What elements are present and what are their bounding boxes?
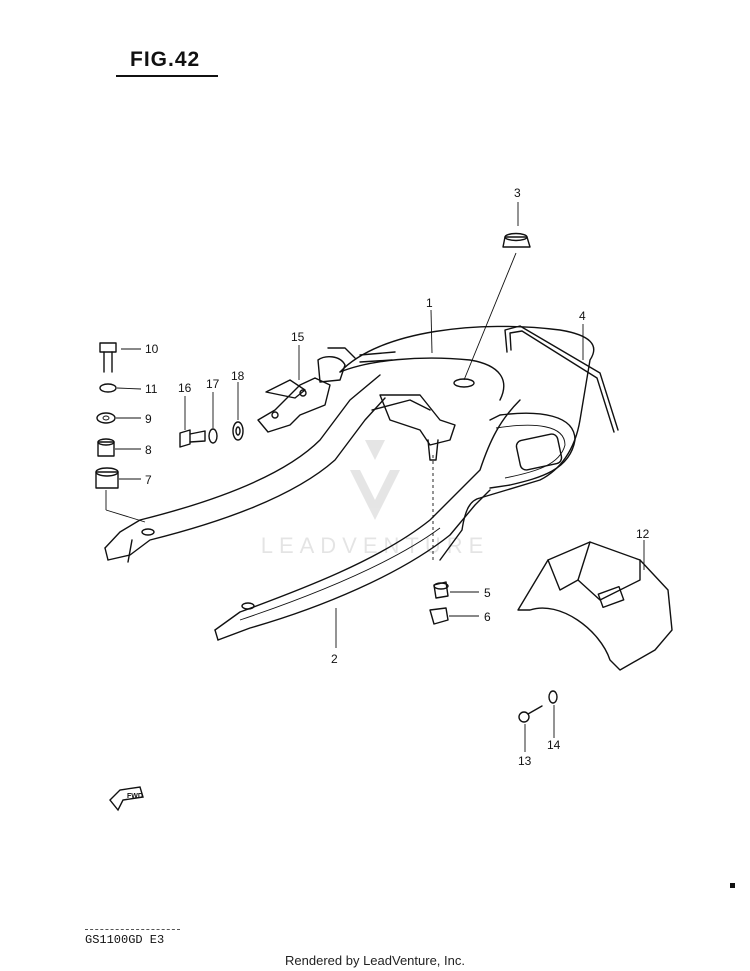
callout-17: 17 bbox=[206, 377, 220, 391]
collar-8-part bbox=[97, 438, 115, 457]
callout-13: 13 bbox=[518, 754, 532, 768]
seal-strip-part bbox=[504, 325, 619, 433]
watermark-text: LEADVENTURE bbox=[261, 533, 490, 558]
callout-4: 4 bbox=[579, 309, 586, 323]
lock-bracket-part bbox=[257, 347, 396, 433]
callout-6: 6 bbox=[484, 610, 491, 624]
lock-washer-17-part bbox=[208, 428, 218, 444]
washer-14-part bbox=[548, 690, 558, 704]
callout-1: 1 bbox=[426, 296, 433, 310]
screw-13-part bbox=[518, 705, 543, 723]
fwd-label: FWD bbox=[127, 793, 143, 800]
bolt-10-part bbox=[99, 342, 117, 373]
cushion-5-part bbox=[433, 581, 449, 599]
washer-18-part bbox=[232, 421, 244, 441]
callout-9: 9 bbox=[145, 412, 152, 426]
title-underline bbox=[116, 75, 218, 77]
callout-11: 11 bbox=[145, 382, 158, 396]
callout-5: 5 bbox=[484, 586, 491, 600]
callout-16: 16 bbox=[178, 381, 192, 395]
watermark-logo bbox=[350, 440, 400, 520]
callout-3: 3 bbox=[514, 186, 521, 200]
callout-14: 14 bbox=[547, 738, 561, 752]
page-mark bbox=[730, 883, 735, 888]
nut-6-part bbox=[429, 607, 449, 625]
model-underline bbox=[85, 929, 180, 930]
footer-credit: Rendered by LeadVenture, Inc. bbox=[285, 953, 465, 968]
model-code: GS1100GD E3 bbox=[85, 933, 165, 947]
frame-rail-part bbox=[104, 374, 521, 641]
callout-12: 12 bbox=[636, 527, 650, 541]
figure-title: FIG.42 bbox=[130, 48, 201, 71]
callout-18: 18 bbox=[231, 369, 245, 383]
callout-7: 7 bbox=[145, 473, 152, 487]
washer-9-part bbox=[96, 412, 116, 424]
callout-15: 15 bbox=[291, 330, 305, 344]
grommet-part bbox=[463, 232, 531, 381]
callout-8: 8 bbox=[145, 443, 152, 457]
nut-11-part bbox=[99, 383, 117, 393]
tail-cover-part bbox=[339, 325, 595, 561]
rear-cover-12-part bbox=[517, 541, 673, 671]
callout-2: 2 bbox=[331, 652, 338, 666]
bolt-16-part bbox=[179, 429, 206, 448]
callout-10: 10 bbox=[145, 342, 159, 356]
cushion-7-part bbox=[95, 467, 146, 523]
fwd-arrow-icon: FWD bbox=[109, 786, 144, 812]
